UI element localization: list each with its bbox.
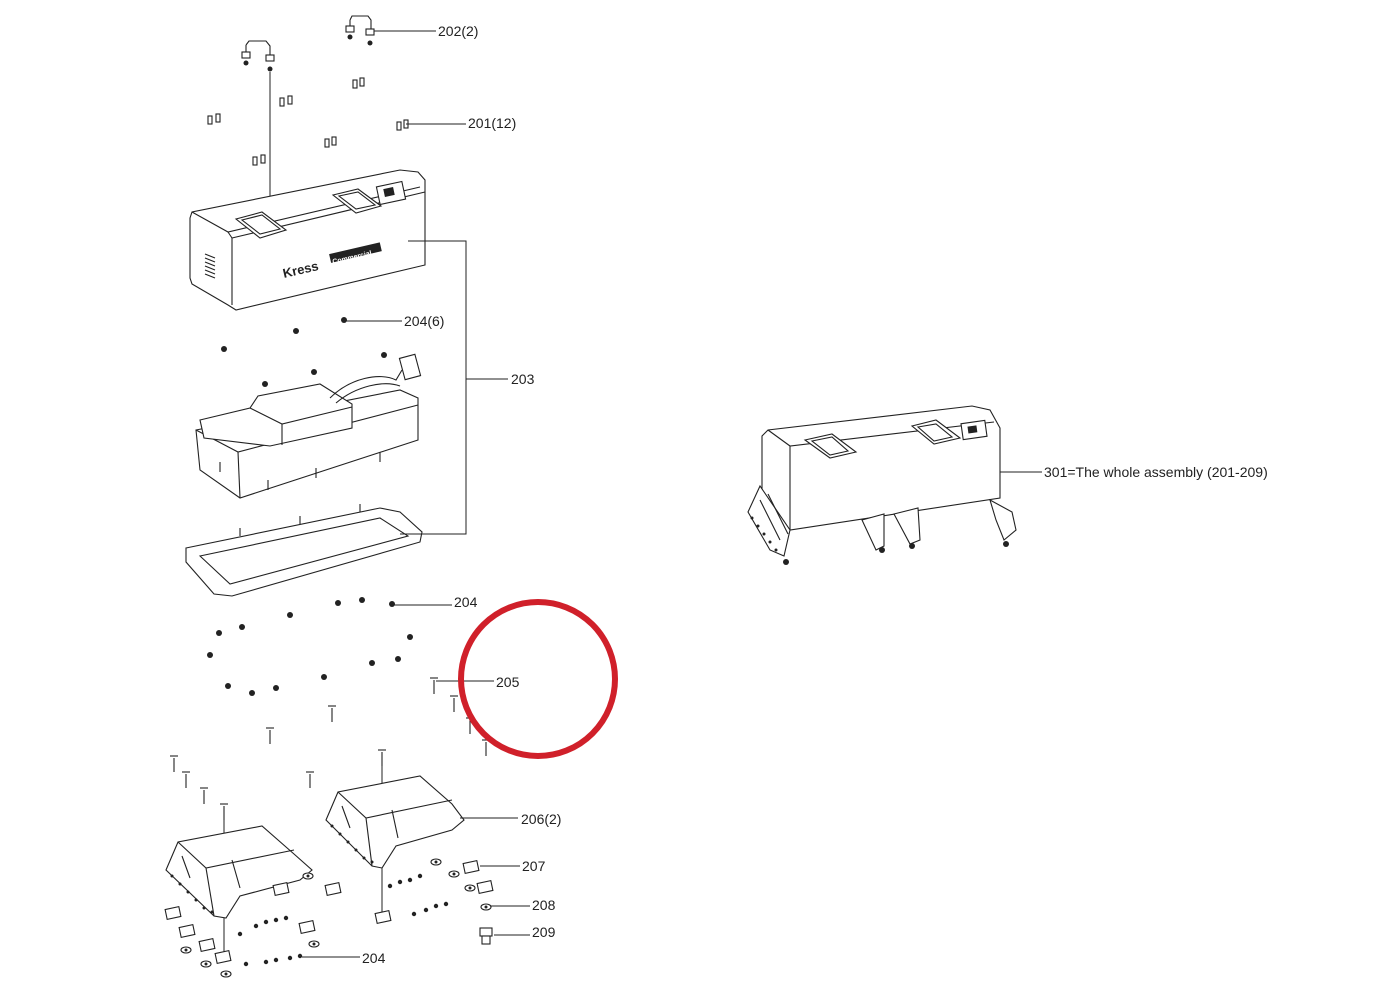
callout-204-upper: 204 bbox=[454, 594, 478, 610]
leader-203-bracket bbox=[400, 240, 467, 535]
handle-part-202-lower bbox=[241, 40, 275, 72]
screws-204-field bbox=[207, 597, 413, 696]
callout-204-six: 204(6) bbox=[404, 313, 444, 329]
callout-208: 208 bbox=[532, 897, 556, 913]
bolt-cluster-204-lower bbox=[237, 873, 449, 967]
long-bolts-205 bbox=[170, 677, 490, 820]
top-cover-housing: Kress Commercial bbox=[189, 169, 426, 311]
pads-207 bbox=[164, 860, 494, 964]
highlight-circle bbox=[458, 599, 618, 759]
foot-bracket-206-right bbox=[325, 775, 465, 869]
callout-205: 205 bbox=[496, 674, 520, 690]
callout-206: 206(2) bbox=[521, 811, 561, 827]
callout-201: 201(12) bbox=[468, 115, 516, 131]
foot-bracket-206-left bbox=[165, 825, 313, 919]
callout-203: 203 bbox=[511, 371, 535, 387]
callout-204-lower: 204 bbox=[362, 950, 386, 966]
callout-209: 209 bbox=[532, 924, 556, 940]
whole-assembly-301 bbox=[747, 405, 1017, 565]
seal-frame bbox=[185, 504, 423, 597]
handle-part-202-top bbox=[345, 15, 375, 46]
screws-201 bbox=[207, 77, 409, 166]
plug-209 bbox=[479, 927, 493, 945]
nuts-208 bbox=[180, 858, 492, 978]
callout-202: 202(2) bbox=[438, 23, 478, 39]
callout-301-assembly: 301=The whole assembly (201-209) bbox=[1044, 464, 1268, 480]
battery-module bbox=[195, 353, 422, 499]
screws-204-six bbox=[221, 317, 387, 387]
callout-207: 207 bbox=[522, 858, 546, 874]
